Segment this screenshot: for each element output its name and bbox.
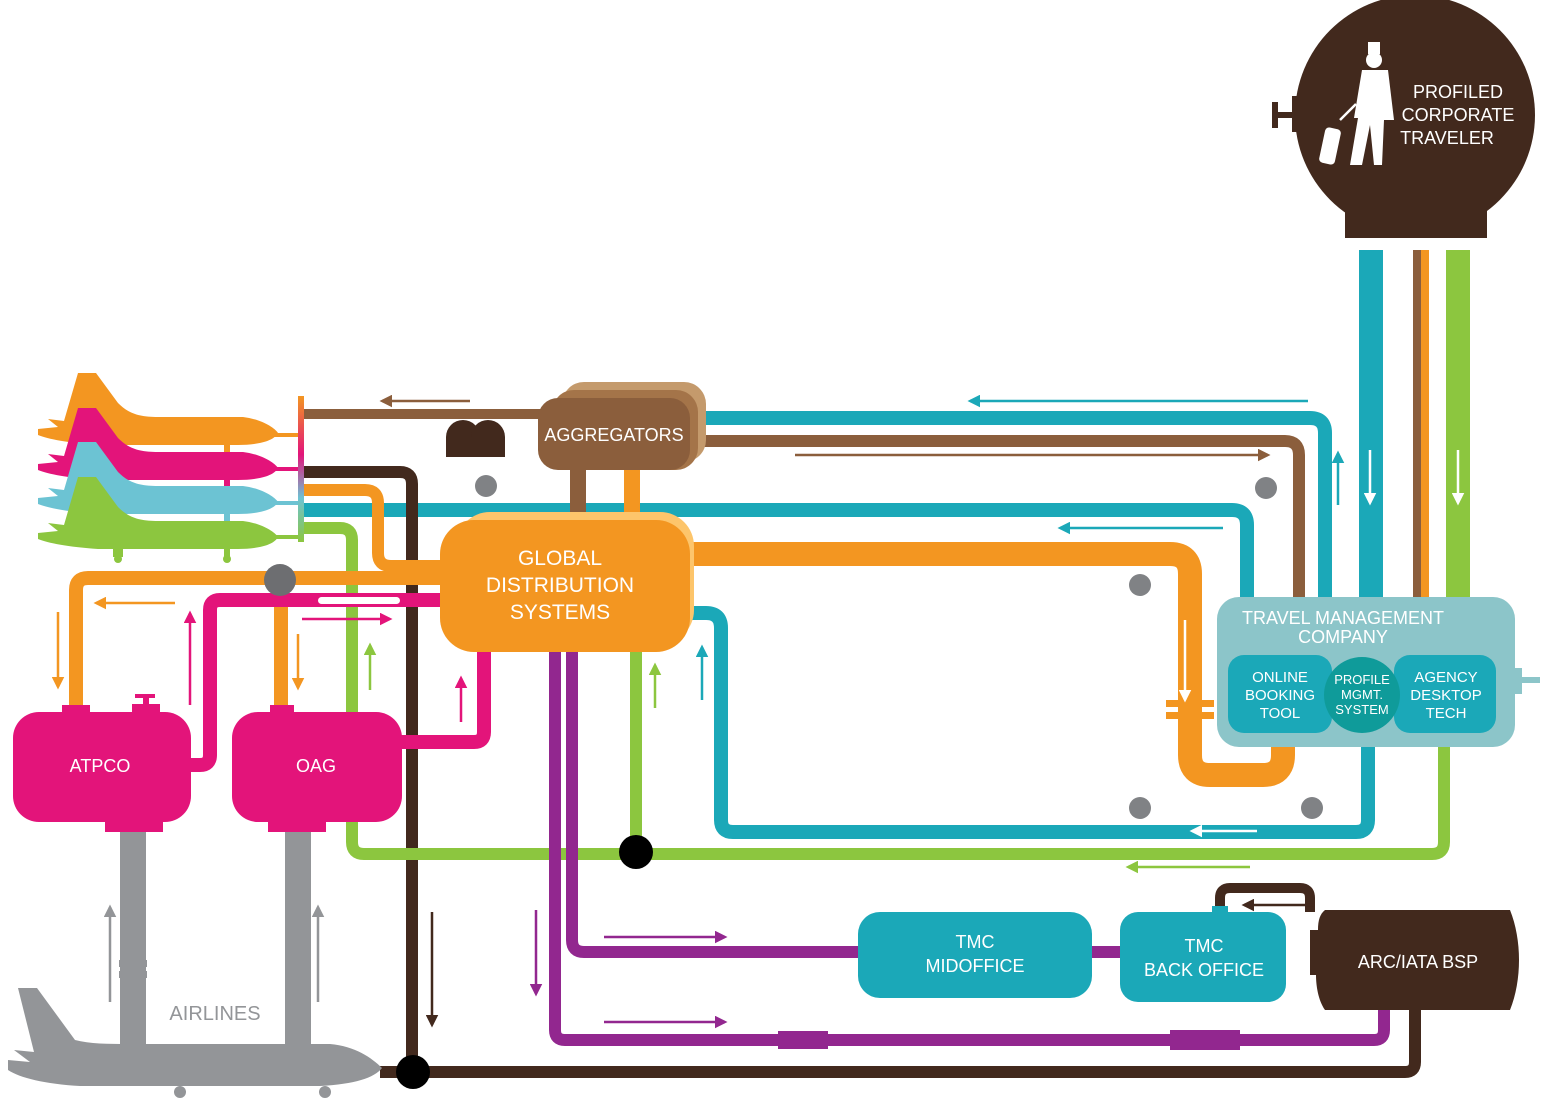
orange-pipe-coupling — [1166, 700, 1214, 707]
joint-gray — [1301, 797, 1323, 819]
traveler-node[interactable]: PROFILED CORPORATE TRAVELER — [1272, 0, 1535, 238]
tmc-midoffice-label-line2: MIDOFFICE — [926, 956, 1025, 976]
adt-label-3: TECH — [1426, 705, 1467, 722]
traveler-label-line3: TRAVELER — [1400, 128, 1494, 148]
aggregators-node[interactable]: AGGREGATORS — [538, 382, 706, 520]
traveler-label-line2: CORPORATE — [1402, 105, 1515, 125]
atpco-node[interactable]: ATPCO — [13, 694, 191, 832]
pipe-airline-green — [302, 522, 1450, 860]
agency-desktop-tech-module[interactable]: AGENCY DESKTOP TECH — [1394, 655, 1496, 733]
pipes-layer — [69, 250, 1470, 1078]
adt-label-2: DESKTOP — [1410, 687, 1481, 704]
oag-node[interactable]: OAG — [232, 705, 402, 832]
orange-pipe-coupling — [1166, 712, 1214, 719]
gray-pipe-coupling — [119, 971, 147, 978]
manifold-valve — [446, 420, 505, 457]
gds-label-line3: SYSTEMS — [510, 601, 610, 624]
pipe-atpco-orange — [69, 571, 440, 712]
tmc-midoffice-node[interactable]: TMC MIDOFFICE — [858, 912, 1092, 998]
pipe-atpco-magenta — [190, 593, 440, 772]
tmc-backoffice-label: TMC — [1185, 936, 1224, 956]
gray-pipe-coupling — [119, 960, 147, 967]
traveler-label: PROFILED — [1413, 82, 1503, 102]
tmc-label-line2: COMPANY — [1298, 627, 1388, 647]
business-traveler-with-luggage-icon — [1319, 42, 1394, 165]
arrows-layer — [51, 394, 1465, 1029]
magenta-pipe-highlight — [318, 597, 400, 604]
oag-label: OAG — [296, 756, 336, 776]
obt-label-1: ONLINE — [1252, 669, 1308, 686]
airline-fleet — [38, 373, 304, 563]
pipe-gds-arc-purple — [549, 650, 1390, 1046]
pipe-gds-tmc-teal — [690, 606, 1375, 839]
pms-label-3: SYSTEM — [1335, 702, 1388, 717]
joint-gray — [1129, 797, 1151, 819]
airlines-node[interactable]: AIRLINES — [8, 988, 382, 1098]
airlines-label: AIRLINES — [169, 1003, 260, 1025]
aggregators-label: AGGREGATORS — [544, 425, 683, 445]
valve-black — [396, 1055, 430, 1089]
arc-iata-bsp-node[interactable]: ARC/IATA BSP — [1310, 910, 1519, 1010]
joint-gray — [475, 475, 497, 497]
joint-gray — [1255, 477, 1277, 499]
pipe-oag-gds-magenta — [400, 645, 491, 749]
pipe-gds-midoffice-purple — [566, 650, 860, 958]
purple-pipe-coupling — [778, 1031, 828, 1049]
pipe-gds-tmc-orange — [690, 542, 1295, 787]
tmc-label: TRAVEL MANAGEMENT — [1242, 608, 1444, 628]
tmc-backoffice-label-line2: BACK OFFICE — [1144, 960, 1264, 980]
pipe-airline-gds-orange — [302, 484, 440, 572]
pipe-arc-backoffice-brown — [1215, 883, 1315, 912]
purple-pipe-coupling — [1170, 1030, 1240, 1050]
gds-label: GLOBAL — [518, 547, 602, 570]
joints-layer — [264, 420, 1323, 1089]
tmc-midoffice-label: TMC — [956, 932, 995, 952]
adt-label-1: AGENCY — [1414, 669, 1477, 686]
tmc-backoffice-node[interactable]: TMC BACK OFFICE — [1120, 906, 1286, 1002]
joint-gray — [264, 564, 296, 596]
valve-black — [619, 835, 653, 869]
pms-label-2: MGMT. — [1341, 687, 1383, 702]
profile-mgmt-system-module[interactable]: PROFILE MGMT. SYSTEM — [1324, 657, 1400, 733]
tmc-node[interactable]: TRAVEL MANAGEMENT COMPANY ONLINE BOOKING… — [1217, 597, 1540, 747]
pipe-airlines-tmc-teal — [302, 503, 1254, 600]
pms-label-1: PROFILE — [1334, 672, 1390, 687]
airline-manifold — [298, 396, 304, 542]
pipe-aggregators-tmc-teal — [700, 411, 1332, 600]
arc-iata-label: ARC/IATA BSP — [1358, 952, 1478, 972]
pipe-aggregators-tmc-brown — [700, 435, 1305, 600]
online-booking-tool-module[interactable]: ONLINE BOOKING TOOL — [1228, 655, 1332, 733]
gds-label-line2: DISTRIBUTION — [486, 574, 634, 597]
obt-label-2: BOOKING — [1245, 687, 1315, 704]
atpco-label: ATPCO — [70, 756, 131, 776]
joint-gray — [1129, 574, 1151, 596]
gds-node[interactable]: GLOBAL DISTRIBUTION SYSTEMS — [440, 512, 694, 652]
obt-label-3: TOOL — [1260, 705, 1301, 722]
airplane-icon — [8, 988, 382, 1086]
